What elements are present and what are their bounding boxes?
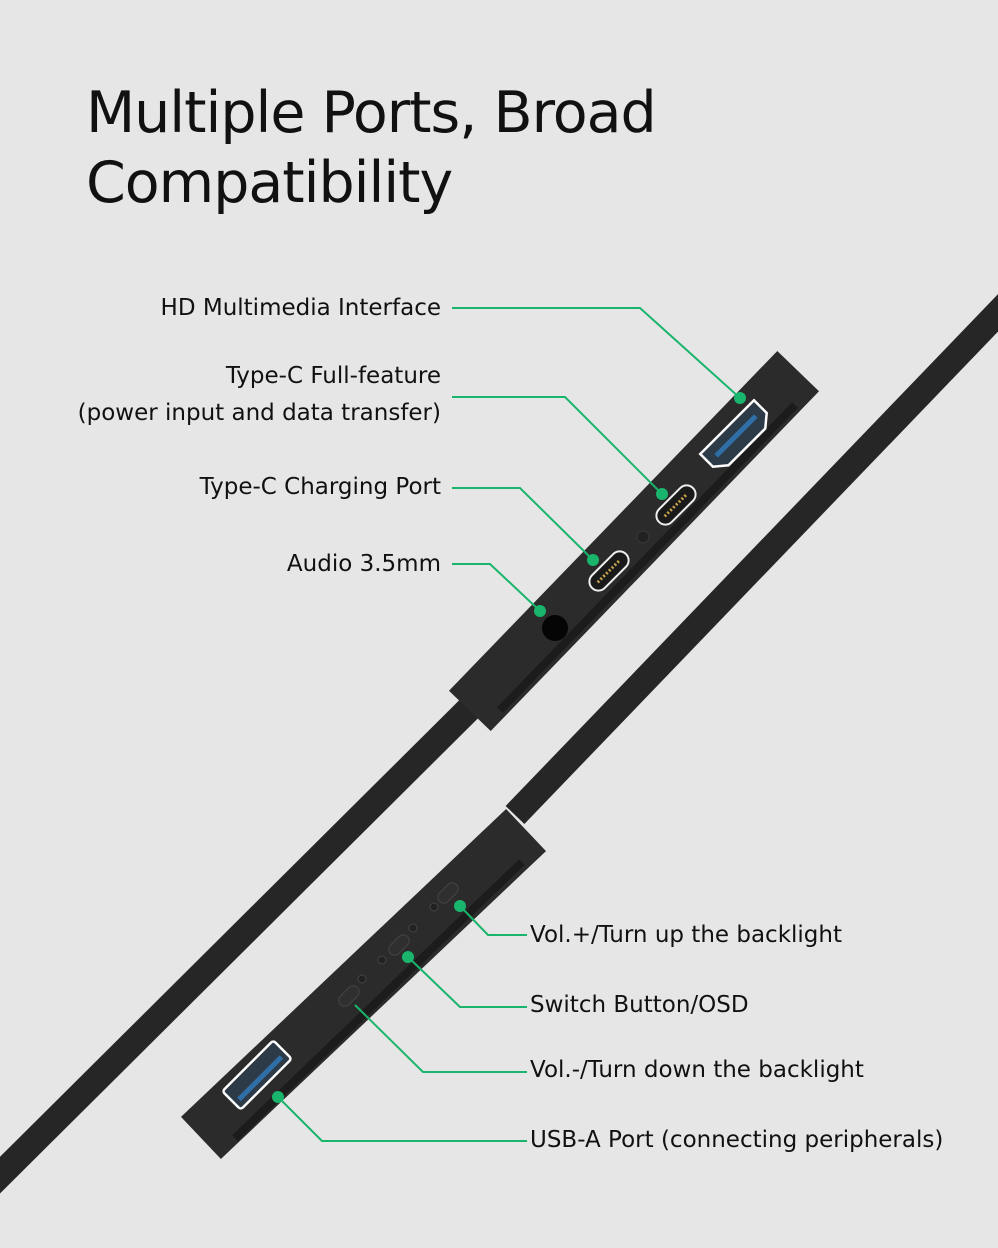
type-c-charging-port-icon bbox=[588, 550, 630, 592]
label-hdmi: HD Multimedia Interface bbox=[160, 295, 441, 321]
led-dot-icon bbox=[429, 902, 439, 912]
title-line-1: Multiple Ports, Broad bbox=[86, 80, 657, 146]
leader-dots bbox=[272, 392, 746, 1103]
label-audio: Audio 3.5mm bbox=[286, 551, 441, 577]
vol-down-button-icon bbox=[338, 985, 360, 1007]
led-dot-icon bbox=[408, 923, 418, 933]
label-usb-a: USB-A Port (connecting peripherals) bbox=[530, 1127, 944, 1153]
indicator-hole-icon bbox=[636, 530, 650, 544]
label-type-c-full-sub: (power input and data transfer) bbox=[77, 400, 441, 426]
vol-up-button-icon bbox=[437, 882, 459, 904]
label-switch-osd: Switch Button/OSD bbox=[530, 992, 749, 1018]
title-line-2: Compatibility bbox=[86, 150, 453, 216]
leader-lines bbox=[277, 307, 741, 1142]
left-panel-edge bbox=[0, 680, 498, 1194]
led-dot-icon bbox=[377, 955, 387, 965]
switch-button-icon bbox=[388, 934, 410, 956]
type-c-full-port-icon bbox=[655, 484, 697, 526]
right-panel-edge bbox=[505, 294, 998, 825]
usb-a-port-icon bbox=[222, 1040, 292, 1110]
label-vol-up: Vol.+/Turn up the backlight bbox=[530, 922, 842, 948]
label-type-c-charging: Type-C Charging Port bbox=[199, 474, 441, 500]
hdmi-port-icon bbox=[698, 398, 768, 468]
label-vol-down: Vol.-/Turn down the backlight bbox=[530, 1057, 864, 1083]
audio-jack-icon bbox=[542, 615, 568, 641]
label-type-c-full: Type-C Full-feature bbox=[225, 363, 441, 389]
led-dot-icon bbox=[357, 974, 367, 984]
